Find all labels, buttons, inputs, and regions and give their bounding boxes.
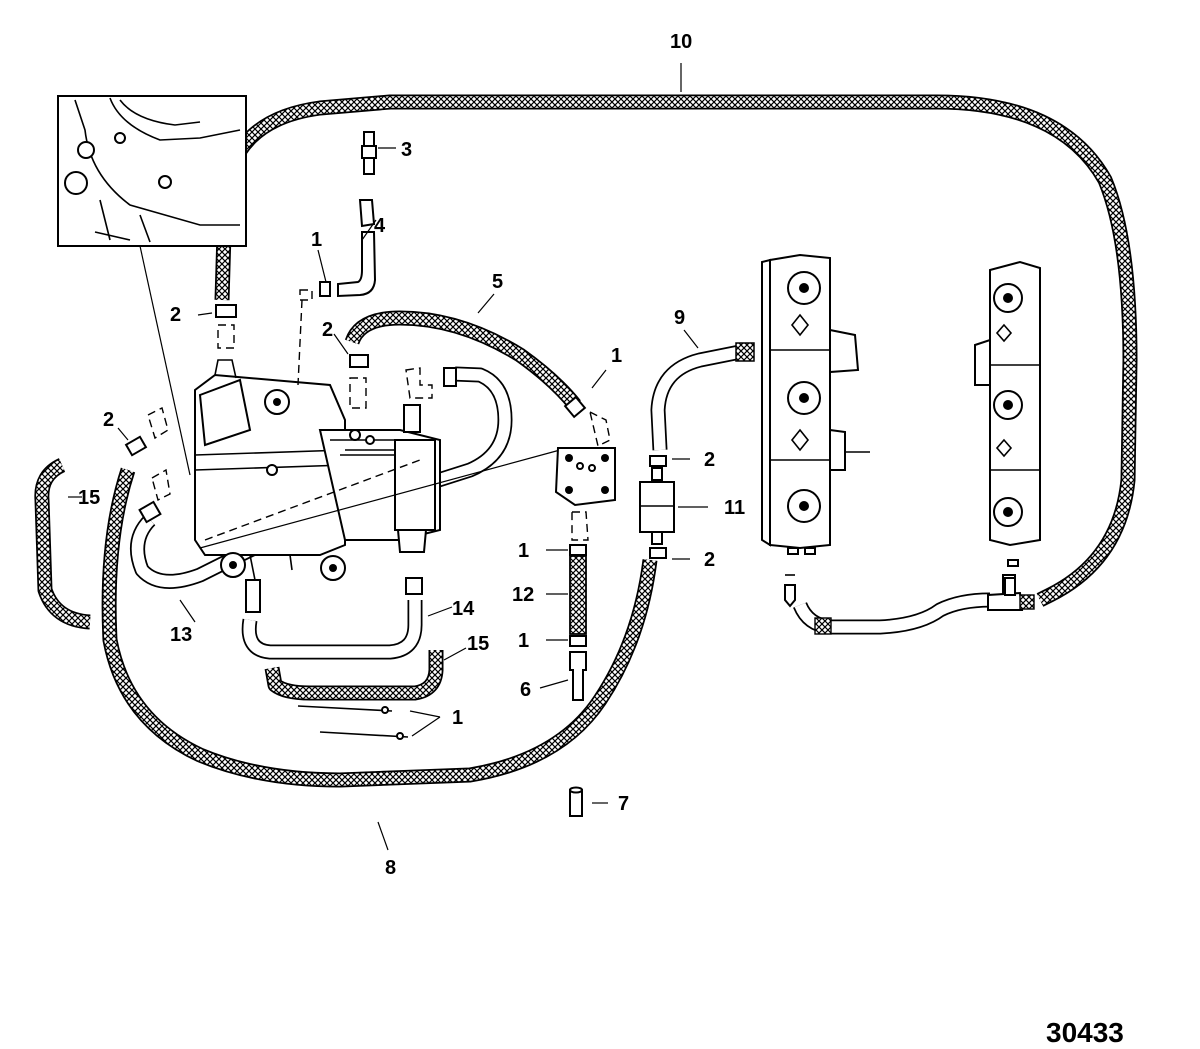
callout-1-top: 1 [311, 229, 322, 251]
fuel-rail-left [761, 253, 870, 608]
clamp-2-upper-filter11 [649, 455, 667, 467]
tee-fitting [987, 577, 1035, 611]
callout-2-filter-bottom: 2 [704, 549, 715, 571]
callout-1-upper-12: 1 [518, 540, 529, 562]
vapor-separator-assembly [194, 359, 441, 581]
clamp-2-upper-left [215, 304, 237, 349]
callout-6: 6 [520, 679, 531, 701]
fitting-lower-left [245, 579, 261, 613]
inset-detail-box [57, 95, 247, 247]
figure-number: 30433 [1046, 1017, 1124, 1048]
hose-9-plain [650, 342, 755, 451]
hose-14-plain [241, 600, 423, 660]
callout-1-ties: 1 [452, 707, 463, 729]
callout-1-right: 1 [611, 345, 622, 367]
callout-5: 5 [492, 271, 503, 293]
hose-10-crosshatched [214, 94, 1138, 607]
fitting-lower-right [405, 577, 423, 595]
callout-3: 3 [401, 139, 412, 161]
hose-12 [569, 555, 587, 635]
callout-4: 4 [374, 215, 386, 237]
leader-lines [68, 63, 708, 851]
hose-4-elbow [337, 199, 377, 298]
callout-9: 9 [674, 307, 685, 329]
callout-2-filter-top: 2 [704, 449, 715, 471]
clamp-2-mid [349, 354, 369, 409]
callout-2-upper-left: 2 [170, 304, 181, 326]
callout-14: 14 [452, 598, 475, 620]
fitting-3-connector [361, 131, 377, 175]
fuel-rail-right [974, 260, 1041, 594]
clamp-1-lower-12 [569, 635, 587, 647]
clamp-1-right-of-hose5 [563, 395, 611, 448]
elbow-fitting-dashed [405, 367, 457, 399]
cable-ties-1 [297, 705, 409, 740]
return-hose-plain [793, 592, 991, 635]
cross-leader-line [199, 449, 561, 549]
callout-15-left: 15 [78, 487, 100, 509]
callout-1-lower-12: 1 [518, 630, 529, 652]
fitting-6 [569, 651, 587, 701]
callout-8: 8 [385, 857, 396, 879]
clamp-1-top [297, 281, 331, 386]
callout-15-lower: 15 [467, 633, 489, 655]
callout-2-left: 2 [103, 409, 114, 431]
callout-13: 13 [170, 624, 192, 646]
clamp-1-upper-12 [569, 544, 587, 556]
inline-filter-11 [639, 467, 675, 545]
callout-12: 12 [512, 584, 534, 606]
callout-10: 10 [670, 31, 692, 53]
clamp-2-lower-filter11 [649, 547, 667, 559]
fuel-filter-block [554, 447, 616, 541]
clamp-2-left [124, 406, 171, 524]
callout-2-mid: 2 [322, 319, 333, 341]
hose-8-crosshatched [101, 467, 658, 788]
callout-7: 7 [618, 793, 629, 815]
hose-15-left [34, 458, 91, 630]
hose-15-lower [264, 650, 444, 701]
inset-leader-line [139, 245, 191, 476]
hose-5-crosshatched [344, 310, 581, 410]
callout-11: 11 [724, 497, 745, 519]
cap-7 [569, 786, 583, 817]
